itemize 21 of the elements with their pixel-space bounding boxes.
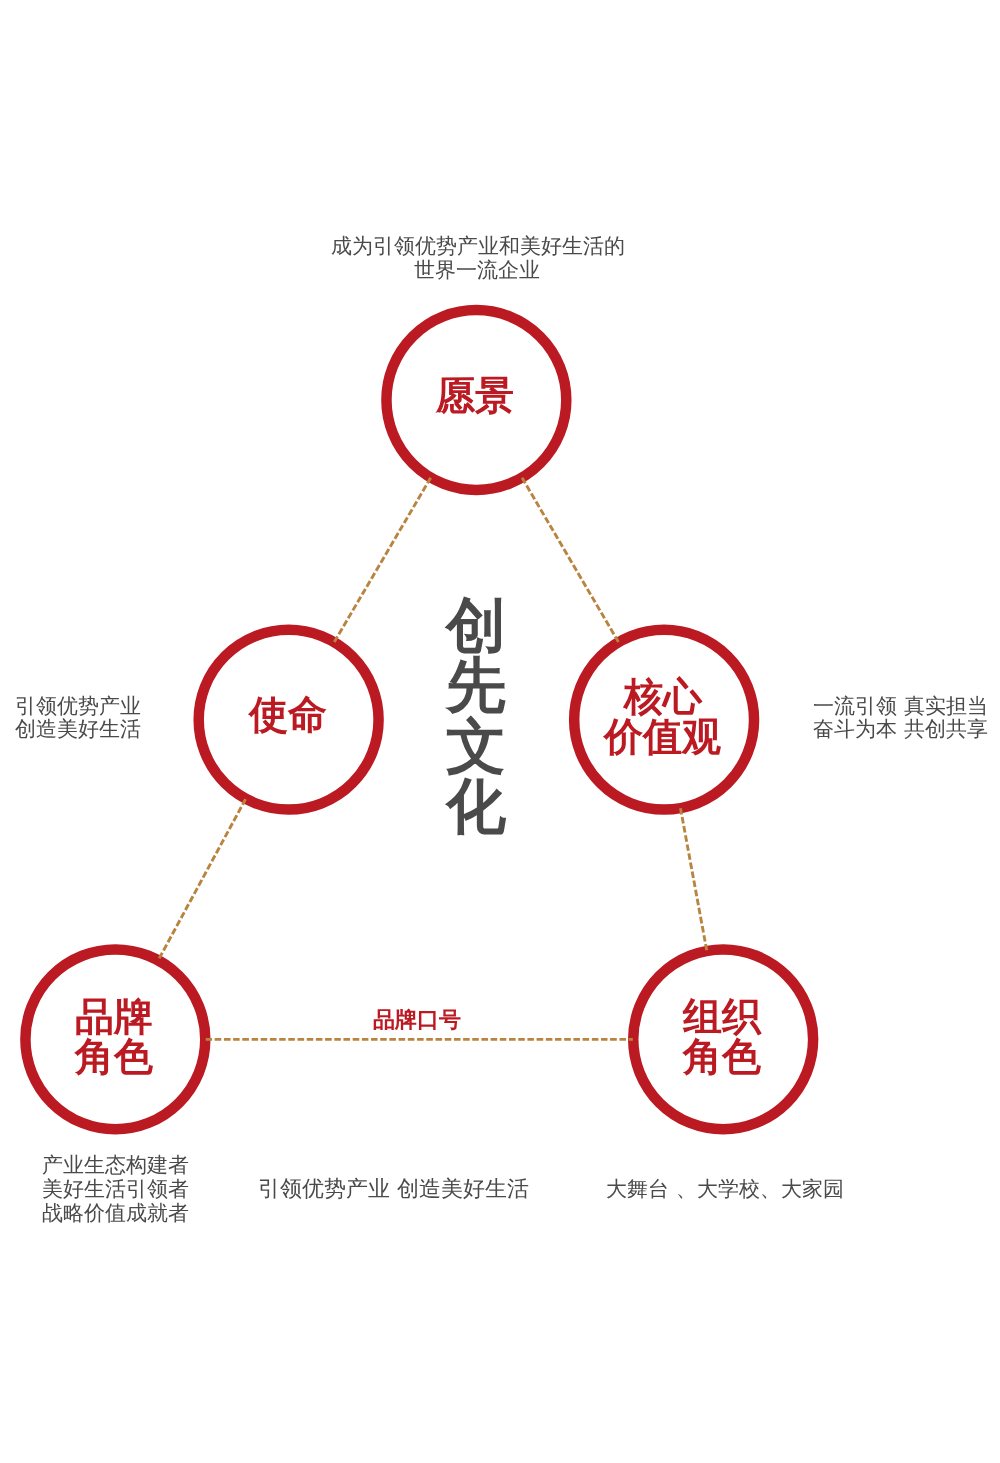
node-circle: 愿景: [381, 304, 572, 496]
node-circle: 组织角色: [628, 944, 819, 1135]
edge-label: 品牌口号: [373, 1006, 462, 1033]
node-label: 产业生态构建者: [42, 1153, 190, 1178]
node-label: 奋斗为本 共创共享: [813, 717, 988, 742]
node-label: 大舞台 、大学校、大家园: [606, 1176, 845, 1201]
node-label: 战略价值成就者: [42, 1200, 190, 1225]
label: 引领优势产业 创造美好生活: [257, 1175, 529, 1202]
connector: [679, 808, 709, 951]
connector: [205, 1037, 633, 1041]
connector: [332, 477, 432, 643]
node-circle: 品牌角色: [20, 944, 211, 1135]
node-label: 引领优势产业创造美好生活: [14, 693, 141, 742]
node-label: 一流引领 真实担当: [813, 693, 988, 718]
node-label: 成为引领优势产业和美好生活的世界一流企业: [331, 234, 626, 282]
node-circle: 核心价值观: [568, 624, 760, 815]
label: 创先文化: [446, 589, 507, 842]
node-circle: 使命: [193, 624, 384, 815]
connector: [157, 798, 247, 961]
node-label: 美好生活引领者: [42, 1176, 190, 1201]
connector: [520, 477, 620, 643]
